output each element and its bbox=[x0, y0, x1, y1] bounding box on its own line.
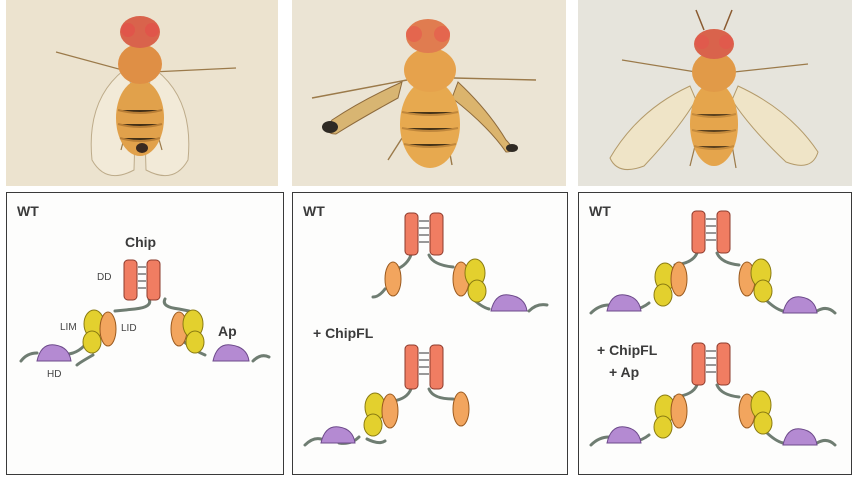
lid-domain bbox=[671, 262, 687, 296]
lid-domain bbox=[385, 262, 401, 296]
homeodomain bbox=[213, 345, 249, 361]
panel-title: WT bbox=[17, 204, 39, 218]
panel-title: WT bbox=[589, 204, 611, 218]
chip-dimer bbox=[405, 345, 443, 389]
chip-dimer bbox=[692, 211, 730, 253]
chip-dimer bbox=[124, 260, 160, 300]
fly-photo-chipfl-ap bbox=[578, 0, 852, 186]
label-hd: HD bbox=[47, 370, 61, 380]
condition-label: + ChipFL bbox=[313, 326, 373, 340]
homeodomain bbox=[783, 297, 817, 313]
chip-dimer bbox=[692, 343, 730, 385]
lid-domain bbox=[382, 394, 398, 428]
label-lid: LID bbox=[121, 324, 137, 334]
homeodomain bbox=[783, 429, 817, 445]
label-dd: DD bbox=[97, 273, 111, 283]
panel-title: WT bbox=[303, 204, 325, 218]
label-ap: Ap bbox=[218, 324, 237, 338]
lid-domain bbox=[453, 392, 469, 426]
fly-photo-chipfl bbox=[292, 0, 566, 186]
lim-domain bbox=[465, 259, 486, 302]
homeodomain bbox=[37, 345, 71, 361]
homeodomain bbox=[607, 427, 641, 443]
condition-label: + Ap bbox=[609, 365, 639, 379]
condition-label: + ChipFL bbox=[597, 343, 657, 357]
homeodomain bbox=[607, 295, 641, 311]
homeodomain bbox=[321, 427, 355, 443]
diagram-panel-wt: WT Chip DD LIM LID Ap HD bbox=[6, 192, 284, 475]
fly-photo-wild-type bbox=[6, 0, 278, 186]
lid-domain bbox=[671, 394, 687, 428]
diagram-panel-chipfl-ap: WT + ChipFL + Ap bbox=[578, 192, 852, 475]
lid-domain bbox=[100, 312, 116, 346]
label-lim: LIM bbox=[60, 323, 77, 333]
lim-domain bbox=[751, 391, 772, 434]
homeodomain bbox=[491, 295, 527, 311]
lim-domain bbox=[751, 259, 772, 302]
chip-dimer bbox=[405, 213, 443, 255]
lim-domain bbox=[183, 310, 204, 353]
label-chip: Chip bbox=[125, 235, 156, 249]
diagram-panel-chipfl: WT + ChipFL bbox=[292, 192, 568, 475]
